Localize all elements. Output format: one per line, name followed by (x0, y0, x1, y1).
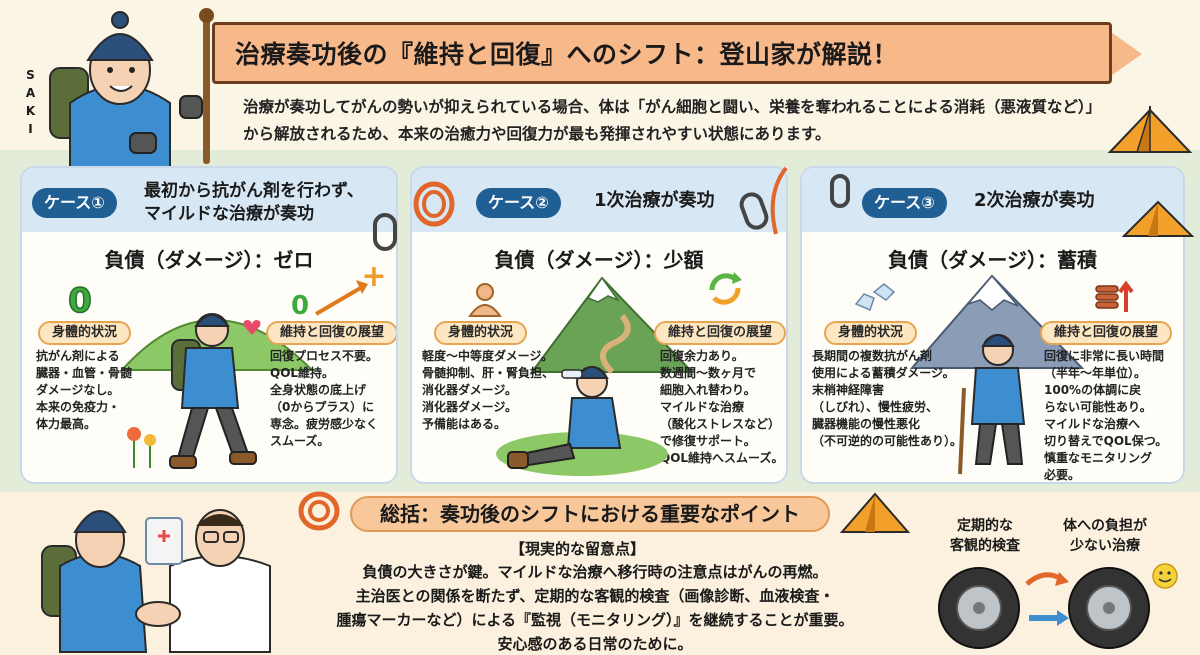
carabiner-icon-2 (830, 174, 850, 208)
physical-status-text: 軽度～中等度ダメージ。 骨髄抑制、肝・腎負担、 消化器ダメージ。 消化器ダメージ… (422, 349, 555, 431)
outlook-label-pill: 維持と回復の展望 (266, 321, 396, 345)
banner-pole-knob (199, 8, 214, 23)
summary-title-pill: 総括：奏功後のシフトにおける重要なポイント (350, 496, 830, 532)
case-tag: ケース③ (862, 188, 947, 218)
outlook-label-pill: 維持と回復の展望 (1040, 321, 1173, 345)
gentle-treatment-label: 体への負担が 少ない治療 (1063, 518, 1147, 554)
page-title: 治療奏功後の『維持と回復』へのシフト：登山家が解説！ (235, 40, 899, 69)
coin-stack-icon (1095, 280, 1134, 312)
outlook-text: 回復余力あり。 数週間～数ヶ月で 細胞入れ替わり。 マイルドな治療 （酸化ストレ… (660, 349, 784, 465)
summary-subtitle: 【現実的な留意点】 (510, 540, 646, 558)
tent-icon-2 (1121, 200, 1195, 237)
outlook-text: 回復プロセス不要。 QOL維持。 全身状態の底上げ （0からプラス）に 専念。疲… (270, 349, 379, 448)
outlook-label-pill: 維持と回復の展望 (654, 321, 786, 345)
carabiner-icon (373, 213, 397, 251)
case-title: 最初から抗がん剤を行わず、 マイルドな治療が奏功 (144, 181, 364, 224)
banner-tail (1108, 30, 1142, 78)
carabiner-rope-icon (739, 166, 788, 235)
physical-status-text: 抗がん剤による 臓器・血管・骨髄 ダメージなし。 本来の免疫力・ 体力最高。 (36, 349, 133, 431)
plus-glyph: + (361, 259, 386, 294)
physical-label-pill: 身體的状況 (824, 321, 918, 345)
debt-heading: 負債（ダメージ）：少額 (494, 248, 704, 272)
case-title: 1次治療が奏功 (594, 190, 715, 211)
rope-coil-icon (413, 181, 455, 227)
climber-handshake-doctor-illustration (41, 509, 271, 653)
rope-coil-icon-2 (298, 491, 340, 531)
zero-plus-arrow-icon: 0 + (291, 259, 387, 321)
physical-label-pill: 身體的状況 (434, 321, 528, 345)
regular-check-label: 定期的な 客観的検査 (950, 518, 1020, 554)
banner-pole (203, 14, 210, 164)
person-icon (468, 283, 502, 317)
sitting-climber-illustration (496, 366, 668, 476)
case-card-1: ケース① 最初から抗がん剤を行わず、 マイルドな治療が奏功 負債（ダメージ）：ゼ… (20, 166, 398, 484)
case-tag: ケース② (476, 188, 561, 218)
zero-glyph: 0 (68, 281, 92, 321)
tired-climber-illustration (958, 334, 1026, 475)
physical-label-pill: 身體的状況 (38, 321, 132, 345)
summary-title: 総括：奏功後のシフトにおける重要なポイント (380, 502, 800, 526)
zero-green-icon: 0 (67, 280, 92, 322)
heart-icon (243, 320, 261, 335)
debt-heading: 負債（ダメージ）：ゼロ (104, 248, 314, 272)
tire-wheels-illustration (938, 563, 1178, 649)
mountain-path-illustration (530, 276, 695, 375)
walking-climber-illustration (169, 313, 257, 469)
ice-rocks-icon (854, 283, 896, 312)
climber-saki-illustration (49, 11, 203, 169)
physical-status-text: 長期間の複数抗がん剤 使用による蓄積ダメージ。 末梢神経障害 （しびれ）、慢性疲… (812, 349, 963, 448)
flowers-icon (127, 427, 156, 468)
title-banner: 治療奏功後の『維持と回復』へのシフト：登山家が解説！ (212, 22, 1112, 84)
case-title: 2次治療が奏功 (974, 190, 1095, 211)
case-card-3: ケース③ 2次治療が奏功 負債（ダメージ）：蓄積 身體的状況 維持と回復の展望 … (800, 166, 1185, 484)
summary-text: 負債の大きさが鍵。マイルドな治療へ移行時の注意点はがんの再燃。 主治医との関係を… (336, 563, 854, 653)
zero-small-glyph: 0 (291, 291, 309, 321)
case-tag: ケース① (32, 188, 117, 218)
recovery-cycle-icon (709, 272, 742, 305)
outlook-text: 回復に非常に長い時間 （半年～年単位）。 100%の体調に戻 らない可能性あり。… (1044, 349, 1168, 482)
tent-icon-3 (839, 492, 911, 533)
tent-icon (1107, 106, 1193, 153)
intro-text: 治療が奏功してがんの勢いが抑えられている場合、体は「がん細胞と闘い、栄養を奪われ… (243, 98, 1102, 143)
case-card-header (412, 168, 786, 232)
debt-heading: 負債（ダメージ）：蓄積 (888, 248, 1097, 272)
case-card-2: ケース② 1次治療が奏功 負債（ダメージ）：少額 身體的状況 維持と回復の展望 … (410, 166, 788, 484)
